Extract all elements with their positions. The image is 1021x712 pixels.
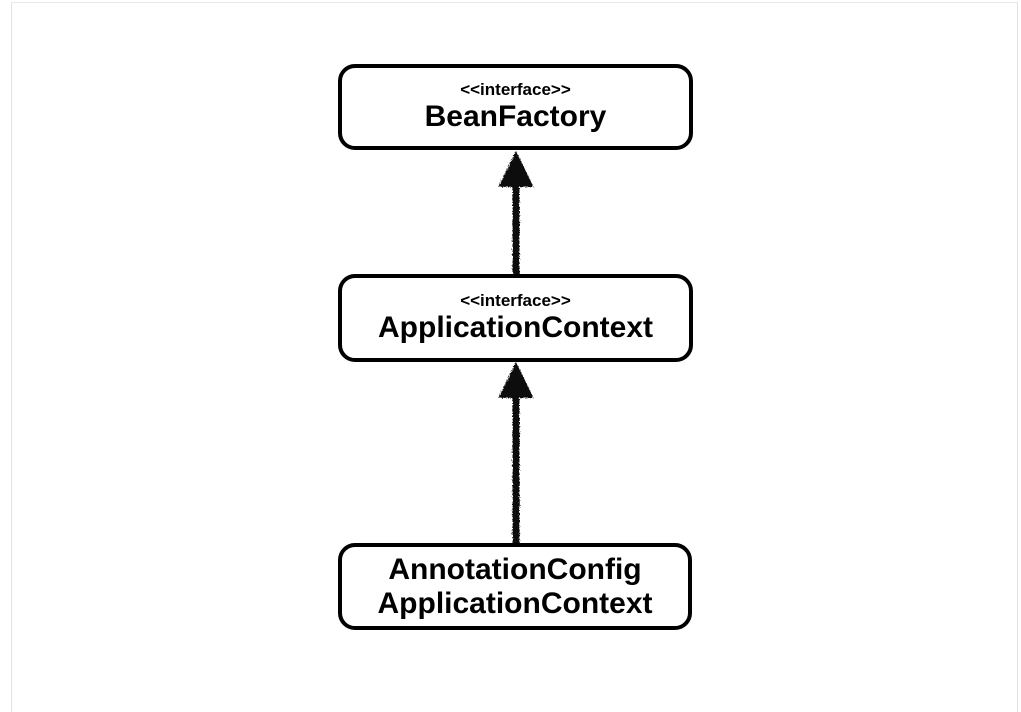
stereotype-label: <<interface>> [460, 79, 571, 99]
class-box-beanfactory: <<interface>> BeanFactory [338, 64, 693, 150]
class-box-annotationconfigapplicationcontext: AnnotationConfig ApplicationContext [338, 543, 692, 630]
stereotype-label: <<interface>> [460, 290, 571, 310]
class-name-label: BeanFactory [424, 100, 607, 134]
class-name-label: AnnotationConfig ApplicationContext [377, 553, 653, 620]
inheritance-arrow-icon [498, 150, 534, 275]
class-box-applicationcontext: <<interface>> ApplicationContext [338, 274, 693, 362]
inheritance-arrow-icon [498, 361, 534, 544]
class-name-label: ApplicationContext [378, 311, 653, 345]
